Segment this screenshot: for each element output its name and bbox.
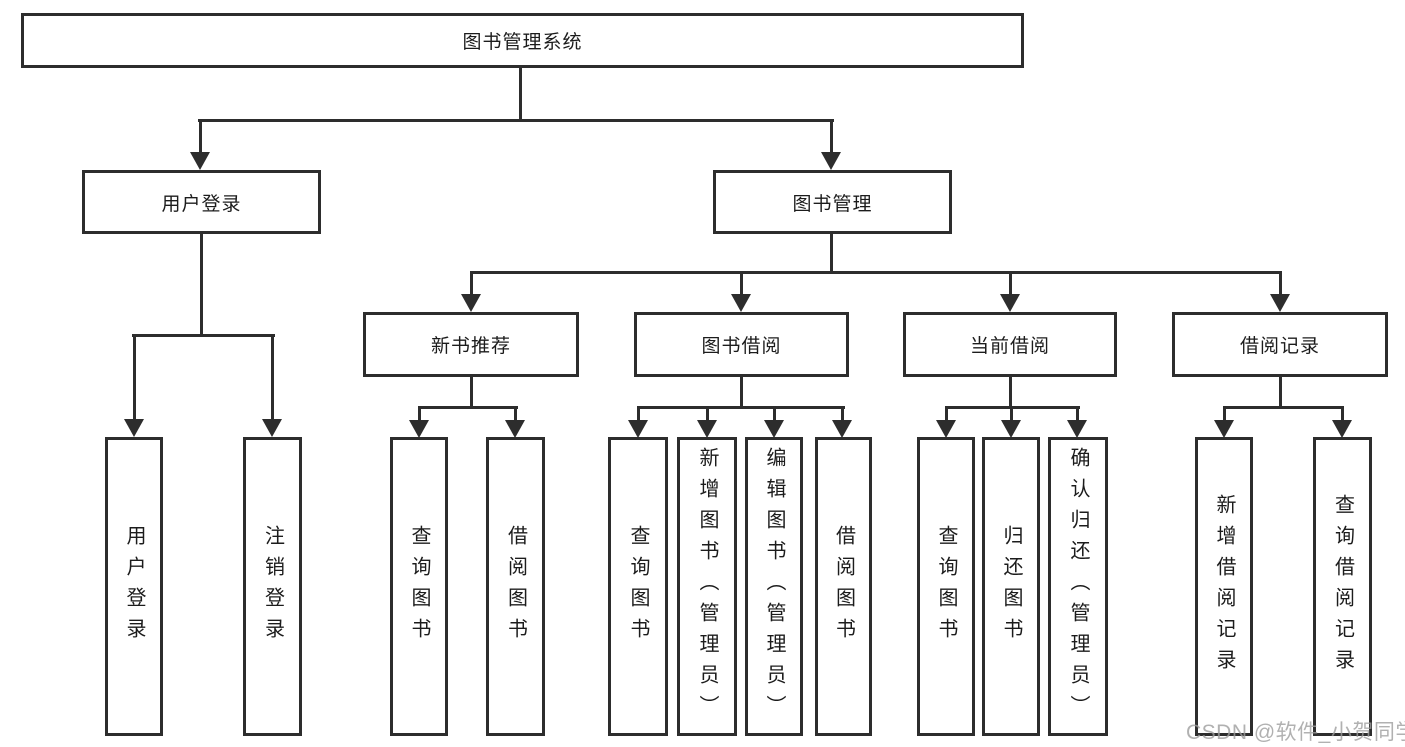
connector-line xyxy=(706,406,709,422)
connector-line xyxy=(830,119,833,155)
arrow-down-icon xyxy=(1000,294,1020,312)
node-label: 图书管理系统 xyxy=(462,32,583,53)
connector-line xyxy=(830,234,833,274)
connector-line xyxy=(1341,406,1344,422)
node-label: 借阅图书 xyxy=(832,524,855,649)
connector-line xyxy=(1279,377,1282,409)
arrow-down-icon xyxy=(1214,420,1234,438)
arrow-down-icon xyxy=(505,420,525,438)
connector-line xyxy=(271,334,274,422)
node-label: 确认归还（管理员） xyxy=(1067,447,1089,726)
arrow-down-icon xyxy=(190,152,210,170)
leaf-logout: 注销登录 xyxy=(243,437,302,736)
connector-line xyxy=(945,406,948,422)
node-label: 新增借阅记录 xyxy=(1213,493,1235,680)
leaf-borrowing-query-books: 查询图书 xyxy=(608,437,668,736)
connector-line xyxy=(1010,406,1013,422)
arrow-down-icon xyxy=(262,419,282,437)
node-label: 查询图书 xyxy=(408,524,430,649)
arrow-down-icon xyxy=(821,152,841,170)
leaf-borrowing-borrow-books: 借阅图书 xyxy=(815,437,872,736)
arrow-down-icon xyxy=(697,420,717,438)
leaf-current-query-books: 查询图书 xyxy=(917,437,975,736)
connector-line xyxy=(133,334,136,422)
connector-line xyxy=(841,406,844,422)
node-label: 当前借阅 xyxy=(969,336,1050,357)
node-book-management-branch: 图书管理 xyxy=(713,170,952,234)
node-label: 图书管理 xyxy=(792,193,873,215)
node-borrowing-records: 借阅记录 xyxy=(1172,312,1388,377)
leaf-borrowing-edit-books-admin: 编辑图书（管理员） xyxy=(745,437,803,736)
arrow-down-icon xyxy=(409,420,429,438)
node-library-management-system: 图书管理系统 xyxy=(21,13,1024,68)
connector-line xyxy=(1076,406,1079,422)
node-label: 注销登录 xyxy=(261,524,284,649)
connector-line xyxy=(200,234,203,337)
leaf-current-return-books: 归还图书 xyxy=(982,437,1040,736)
node-label: 查询图书 xyxy=(935,524,957,649)
connector-line xyxy=(470,271,473,297)
arrow-down-icon xyxy=(124,419,144,437)
node-label: 查询图书 xyxy=(627,524,649,649)
arrow-down-icon xyxy=(461,294,481,312)
connector-line xyxy=(1279,271,1282,297)
connector-line xyxy=(637,406,845,409)
node-label: 新增图书（管理员） xyxy=(696,447,718,726)
arrow-down-icon xyxy=(764,420,784,438)
node-label: 用户登录 xyxy=(123,524,145,649)
connector-line xyxy=(740,377,743,409)
connector-line xyxy=(740,271,743,297)
connector-line xyxy=(418,406,421,422)
node-current-borrowing: 当前借阅 xyxy=(903,312,1117,377)
arrow-down-icon xyxy=(832,420,852,438)
arrow-down-icon xyxy=(1332,420,1352,438)
leaf-current-confirm-return-admin: 确认归还（管理员） xyxy=(1048,437,1108,736)
leaf-recommend-query-books: 查询图书 xyxy=(390,437,448,736)
connector-line xyxy=(1009,377,1012,409)
leaf-records-add-record: 新增借阅记录 xyxy=(1195,437,1253,736)
connector-line xyxy=(418,406,518,409)
node-label: 图书借阅 xyxy=(701,336,782,357)
node-user-login-branch: 用户登录 xyxy=(82,170,321,234)
node-label: 用户登录 xyxy=(161,193,242,215)
leaf-recommend-borrow-books: 借阅图书 xyxy=(486,437,545,736)
connector-line xyxy=(637,406,640,422)
node-label: 借阅图书 xyxy=(504,524,527,649)
connector-line xyxy=(199,119,202,155)
leaf-borrowing-add-books-admin: 新增图书（管理员） xyxy=(677,437,737,736)
node-label: 编辑图书（管理员） xyxy=(763,447,785,726)
connector-line xyxy=(1223,406,1226,422)
arrow-down-icon xyxy=(1067,420,1087,438)
connector-line xyxy=(132,334,275,337)
connector-line xyxy=(1223,406,1344,409)
connector-line xyxy=(470,377,473,409)
arrow-down-icon xyxy=(936,420,956,438)
connector-line xyxy=(519,68,522,121)
leaf-user-login: 用户登录 xyxy=(105,437,163,736)
csdn-watermark: CSDN @软件_小贺同学 xyxy=(1186,721,1405,744)
leaf-records-query-record: 查询借阅记录 xyxy=(1313,437,1372,736)
node-new-book-recommend: 新书推荐 xyxy=(363,312,579,377)
connector-line xyxy=(198,119,834,122)
connector-line xyxy=(1009,271,1012,297)
arrow-down-icon xyxy=(731,294,751,312)
node-label: 新书推荐 xyxy=(430,336,511,357)
connector-line xyxy=(773,406,776,422)
arrow-down-icon xyxy=(1270,294,1290,312)
arrow-down-icon xyxy=(1001,420,1021,438)
connector-line xyxy=(470,271,1282,274)
node-label: 归还图书 xyxy=(1000,524,1022,649)
connector-line xyxy=(514,406,517,422)
arrow-down-icon xyxy=(628,420,648,438)
node-label: 查询借阅记录 xyxy=(1331,493,1354,680)
node-label: 借阅记录 xyxy=(1239,336,1320,357)
node-book-borrowing: 图书借阅 xyxy=(634,312,849,377)
